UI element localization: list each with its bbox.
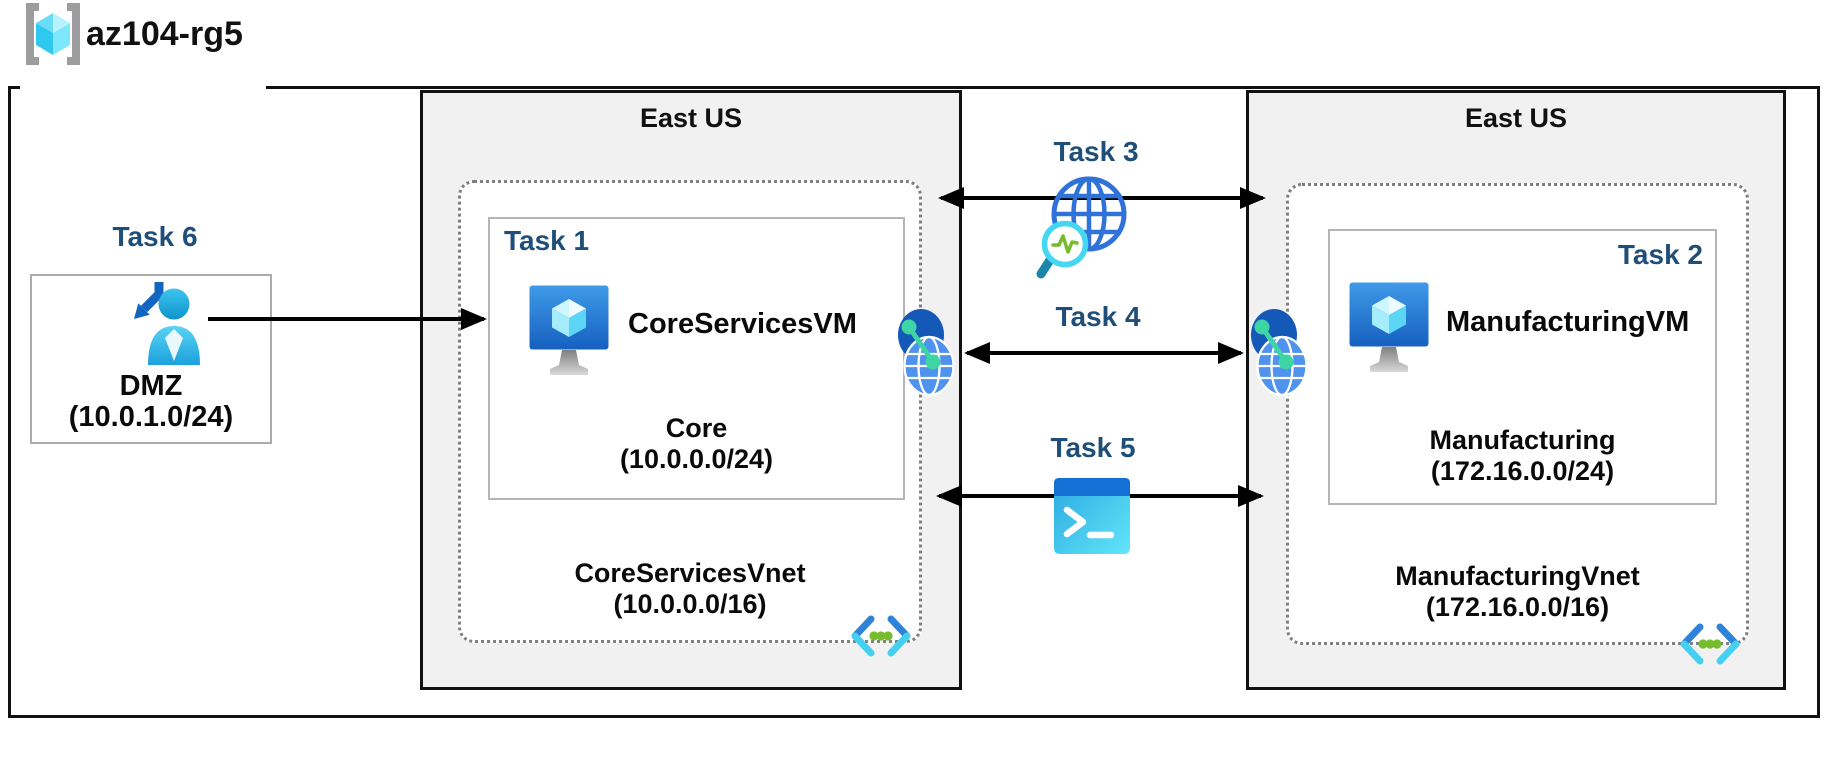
dmz-to-core-arrow: [205, 307, 487, 331]
manufacturing-vm-name: ManufacturingVM: [1446, 306, 1690, 338]
right-region-box: East US Task 2 ManufacturingVM Manufactu…: [1246, 90, 1786, 690]
core-subnet-cidr: (10.0.0.0/24): [619, 444, 774, 474]
core-vnet-cidr: (10.0.0.0/16): [613, 589, 767, 619]
cloud-shell-icon: [1054, 478, 1130, 554]
virtual-machine-icon-right: [1349, 282, 1429, 372]
manufacturing-vnet-name: ManufacturingVnet: [1395, 561, 1640, 591]
left-region-box: East US Task 1 CoreServicesVM Core (10.0…: [420, 90, 962, 690]
resource-group-frame: [8, 86, 1820, 718]
core-vm-name: CoreServicesVM: [628, 308, 857, 340]
dmz-cidr: (10.0.1.0/24): [68, 401, 234, 433]
task3-label: Task 3: [1053, 136, 1139, 167]
resource-group-name: az104-rg5: [86, 14, 243, 53]
network-watcher-icon: [1036, 176, 1127, 279]
resource-group-icon: [26, 3, 80, 65]
task5-label: Task 5: [1050, 432, 1136, 463]
task2-label: Task 2: [1617, 239, 1703, 270]
core-subnet-box: Task 1: [488, 217, 905, 500]
virtual-machine-icon-left: [529, 285, 609, 375]
signin-user-icon: [134, 282, 200, 365]
task4-label: Task 4: [1055, 301, 1141, 332]
dmz-name: DMZ: [119, 370, 183, 402]
manufacturing-subnet-name: Manufacturing: [1429, 425, 1616, 455]
resource-group-border-gap: [20, 80, 266, 94]
task4-arrow: [964, 341, 1244, 365]
virtual-network-icon-right: [1680, 623, 1740, 665]
core-vnet-name: CoreServicesVnet: [574, 558, 806, 588]
dmz-box: DMZ (10.0.1.0/24): [30, 274, 272, 444]
vnet-peering-icon-left: [898, 309, 954, 397]
task6-label: Task 6: [112, 221, 198, 252]
manufacturing-vnet-cidr: (172.16.0.0/16): [1425, 592, 1610, 622]
task1-label: Task 1: [504, 225, 590, 256]
manufacturing-subnet-cidr: (172.16.0.0/24): [1430, 456, 1615, 486]
left-region-title: East US: [639, 103, 743, 133]
vnet-peering-icon-right: [1251, 309, 1307, 397]
right-region-title: East US: [1464, 103, 1568, 133]
resource-group-header: az104-rg5: [22, 2, 243, 66]
virtual-network-icon-left: [851, 615, 911, 657]
core-subnet-name: Core: [665, 413, 728, 443]
